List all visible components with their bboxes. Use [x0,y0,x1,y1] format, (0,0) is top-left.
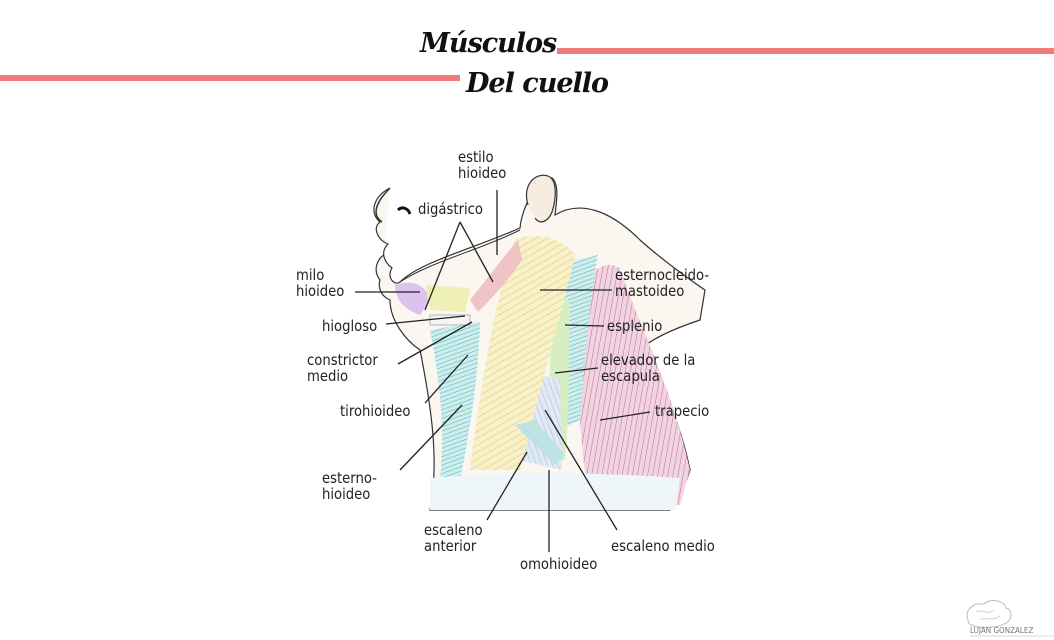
clavicula [430,473,680,510]
label-escaleno-medio: escaleno medio [611,537,715,555]
jaw-line [399,229,521,283]
title-accent-bar-right [557,48,1054,54]
title-line-1: Músculos [420,28,557,59]
ear [526,174,556,223]
nose [375,187,391,223]
estilohioideo-muscle [470,240,522,312]
watermark-text: LUJAN GONZALEZ [970,626,1034,635]
label-esternocleidomastoideo: esternocleido-mastoideo [615,266,710,300]
label-esterno-hioideo: esterno-hioideo [322,469,377,503]
label-tirohioideo: tirohioideo [340,402,411,420]
label-digastrico: digástrico [418,200,483,218]
title-accent-bar-left [0,75,460,81]
label-omohioideo: omohioideo [520,555,598,573]
nostril [396,206,412,215]
milohioideo-muscle [395,282,430,315]
label-hiogloso: hiogloso [322,317,378,335]
label-esplenio: esplenio [607,317,663,335]
omohioideo-muscle [515,420,565,465]
hiogloso-muscle [425,285,470,312]
leader-lines [355,190,651,552]
label-trapecio: trapecio [655,402,710,420]
title-line-2: Del cuello [466,68,609,99]
brain-icon [966,600,1054,637]
